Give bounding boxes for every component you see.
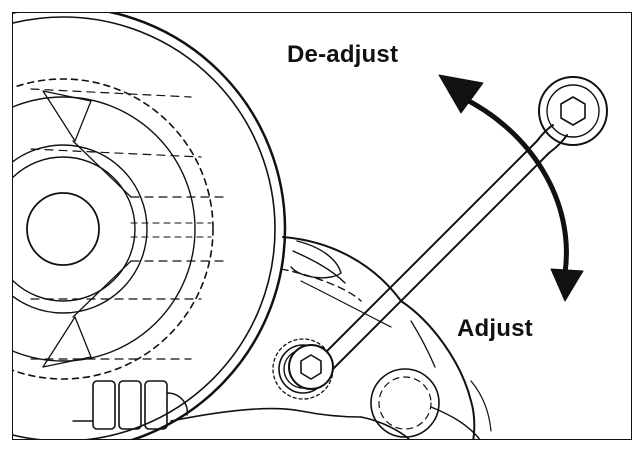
backing-plate [170, 236, 492, 439]
diagram-frame: De-adjust Adjust [12, 12, 632, 440]
deadjust-label: De-adjust [287, 41, 399, 68]
diagram-illustration [13, 13, 608, 439]
lower-fittings [72, 380, 188, 430]
brake-drum [13, 13, 287, 439]
adjust-label: Adjust [457, 315, 533, 342]
direction-arrow [438, 74, 584, 302]
wrench-icon [288, 76, 608, 390]
